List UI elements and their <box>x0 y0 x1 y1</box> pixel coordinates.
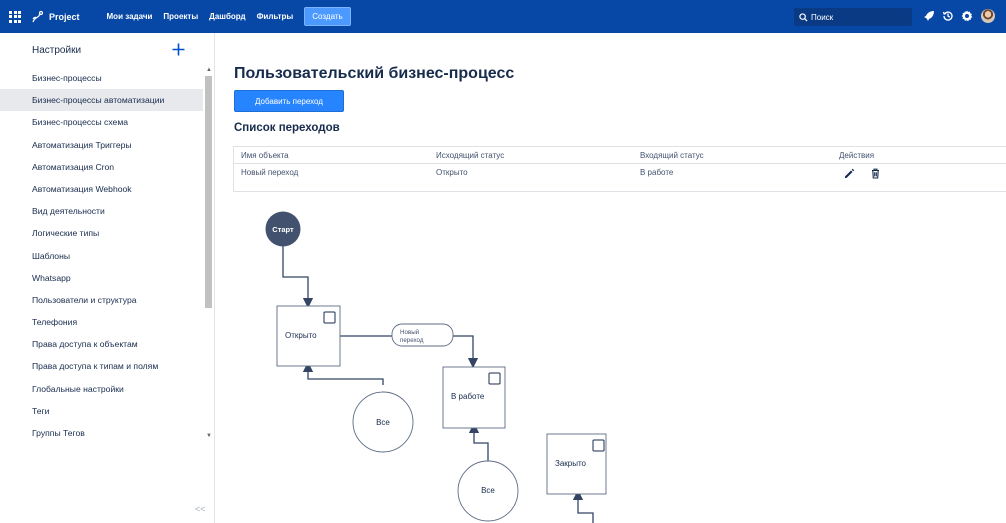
sidebar-item[interactable]: Телефония <box>32 317 78 328</box>
rocket-icon[interactable] <box>922 9 936 23</box>
sidebar-item[interactable]: Бизнес-процессы схема <box>32 117 129 128</box>
status-closed-label: Закрыто <box>555 459 587 468</box>
sidebar-scrollbar[interactable]: ▲ ▼ <box>204 67 213 443</box>
transitions-list-title: Список переходов <box>234 122 340 134</box>
column-header: Входящий статус <box>640 151 704 160</box>
edge-all-inwork <box>468 422 489 461</box>
sidebar-item[interactable]: Логические типы <box>32 228 100 239</box>
app-switcher-icon[interactable] <box>9 10 21 23</box>
cell-target-status: В работе <box>640 168 674 177</box>
all-node-1[interactable]: Все <box>352 391 414 453</box>
add-icon[interactable] <box>172 43 185 56</box>
page-title: Пользовательский бизнес-процесс <box>234 65 515 82</box>
status-node-open[interactable]: Открыто <box>276 305 341 367</box>
search-box[interactable] <box>794 8 912 26</box>
scroll-down-icon[interactable]: ▼ <box>206 433 212 439</box>
transition-label-line1: Новый <box>400 329 420 336</box>
search-icon <box>799 12 808 22</box>
column-header: Имя объекта <box>241 151 289 160</box>
process-diagram: Старт Открыто Новый переход Все В работе… <box>265 211 607 523</box>
sidebar-item[interactable]: Бизнес-процессы <box>32 73 102 83</box>
logo-text: Project <box>49 11 80 22</box>
status-node-closed[interactable]: Закрыто <box>546 433 607 495</box>
status-node-in-work[interactable]: В работе <box>442 366 506 429</box>
sidebar-item[interactable]: Глобальные настройки <box>32 383 124 394</box>
logo-icon <box>32 10 44 22</box>
nav-projects[interactable]: Проекты <box>163 12 199 21</box>
edge-all-open <box>302 361 384 385</box>
search-input[interactable] <box>811 12 906 22</box>
sidebar-item[interactable]: Whatsapp <box>32 272 71 283</box>
sidebar-item[interactable]: Права доступа к типам и полям <box>32 361 159 372</box>
nav-dashboard[interactable]: Дашборд <box>209 12 246 21</box>
sidebar-title: Настройки <box>32 45 82 56</box>
transition-label-line2: переход <box>400 337 424 344</box>
create-button[interactable]: Создать <box>304 7 351 26</box>
history-icon[interactable] <box>941 9 955 23</box>
all-label-1: Все <box>376 418 390 427</box>
logo[interactable]: Project <box>31 10 80 24</box>
edges <box>282 246 594 523</box>
sidebar-item[interactable]: Группы Тегов <box>32 428 85 438</box>
trash-icon[interactable] <box>870 168 881 179</box>
transition-node[interactable]: Новый переход <box>391 323 454 347</box>
sidebar-item[interactable]: Автоматизация Триггеры <box>32 139 132 150</box>
sidebar-item[interactable]: Пользователи и структура <box>32 294 137 305</box>
sidebar-item[interactable]: Шаблоны <box>32 250 71 261</box>
edit-icon[interactable] <box>844 168 855 179</box>
sidebar-item[interactable]: Теги <box>32 405 50 416</box>
cell-source-status: Открыто <box>436 168 468 177</box>
all-label-2: Все <box>481 486 495 495</box>
sidebar-item[interactable]: Вид деятельности <box>32 206 105 217</box>
column-header: Действия <box>839 151 875 160</box>
gear-icon[interactable] <box>960 9 974 23</box>
table-header: Имя объекта Исходящий статус Входящий ст… <box>234 147 1006 164</box>
start-label: Старт <box>272 225 294 234</box>
sidebar-item[interactable]: Автоматизация Cron <box>32 161 115 172</box>
main-nav: Мои задачи Проекты Дашборд Фильтры Созда… <box>107 7 351 26</box>
status-in-work-label: В работе <box>451 392 485 401</box>
start-node[interactable]: Старт <box>265 211 301 247</box>
top-bar: Project Мои задачи Проекты Дашборд Фильт… <box>0 0 1006 33</box>
sidebar-item[interactable]: Автоматизация Webhook <box>32 183 132 194</box>
transitions-table: Имя объекта Исходящий статус Входящий ст… <box>233 146 1006 192</box>
sidebar-item[interactable]: Бизнес-процессы автоматизации <box>0 89 203 112</box>
status-open-label: Открыто <box>285 331 317 340</box>
top-actions <box>922 9 995 23</box>
edge-open-inwork <box>340 335 479 369</box>
cell-name: Новый переход <box>241 168 299 177</box>
edge-closed <box>572 489 594 523</box>
scroll-thumb[interactable] <box>205 76 212 308</box>
scroll-up-icon[interactable]: ▲ <box>206 67 212 73</box>
add-transition-button[interactable]: Добавить переход <box>234 90 344 112</box>
column-header: Исходящий статус <box>436 151 505 160</box>
edge-start-open <box>282 246 314 309</box>
sidebar-item[interactable]: Права доступа к объектам <box>32 339 138 350</box>
nav-filters[interactable]: Фильтры <box>256 12 294 21</box>
collapse-sidebar-button[interactable]: << <box>195 504 206 514</box>
nav-my-tasks[interactable]: Мои задачи <box>106 12 153 21</box>
all-node-2[interactable]: Все <box>457 460 519 522</box>
avatar[interactable] <box>981 9 995 23</box>
table-row[interactable]: Новый переход Открыто В работе <box>234 165 1006 191</box>
